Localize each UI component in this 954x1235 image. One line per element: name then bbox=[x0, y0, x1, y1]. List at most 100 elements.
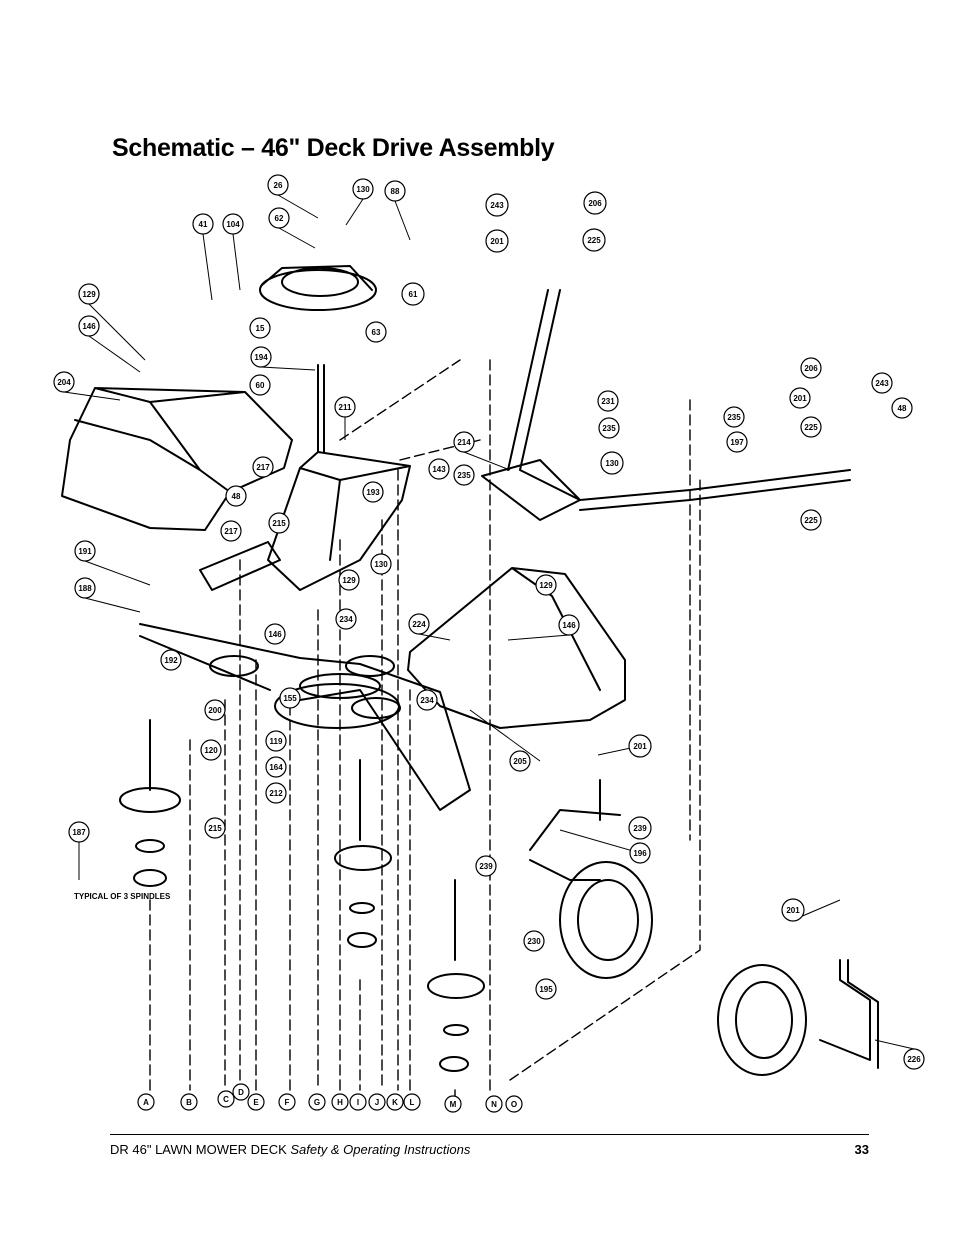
leader-line bbox=[84, 560, 151, 586]
leader-line bbox=[345, 198, 364, 226]
mount-plate bbox=[481, 459, 581, 521]
deck-chain bbox=[139, 623, 471, 811]
leader-line bbox=[559, 829, 641, 854]
callout-bubble bbox=[535, 978, 557, 1000]
callout-label: 230 bbox=[527, 937, 541, 946]
right-spindle bbox=[427, 879, 485, 1072]
leader-line bbox=[394, 200, 411, 241]
callout-bubble bbox=[268, 512, 290, 534]
callout-label: 239 bbox=[479, 862, 493, 871]
callout-bubble bbox=[800, 357, 822, 379]
callout-bubble bbox=[629, 842, 651, 864]
callout-bubble bbox=[192, 213, 214, 235]
left-spindle bbox=[119, 719, 181, 887]
callout-bubble bbox=[334, 396, 356, 418]
callout-label: 63 bbox=[372, 328, 381, 337]
reference-letter-bubble bbox=[485, 1095, 503, 1113]
height-lever bbox=[507, 289, 851, 511]
reference-letter: N bbox=[491, 1100, 497, 1109]
reference-letter: G bbox=[314, 1098, 320, 1107]
callout-label: 224 bbox=[412, 620, 426, 629]
callout-bubble bbox=[250, 346, 272, 368]
reference-letter-bubble bbox=[278, 1093, 296, 1111]
callout-label: 188 bbox=[78, 584, 92, 593]
callout-bubble bbox=[222, 213, 244, 235]
callout-label: 104 bbox=[226, 220, 240, 229]
callout-label: 130 bbox=[356, 185, 370, 194]
reference-letter: K bbox=[392, 1098, 398, 1107]
mid-spindle bbox=[334, 759, 392, 948]
callout-label: 143 bbox=[432, 465, 446, 474]
callout-bubble bbox=[891, 397, 913, 419]
callout-bubble bbox=[365, 321, 387, 343]
callout-label: 130 bbox=[374, 560, 388, 569]
reference-letter: I bbox=[357, 1098, 359, 1107]
callout-label: 129 bbox=[82, 290, 96, 299]
callout-label: 187 bbox=[72, 828, 86, 837]
footer-subtitle: Safety & Operating Instructions bbox=[290, 1142, 471, 1157]
callout-bubble bbox=[74, 577, 96, 599]
callout-label: 217 bbox=[224, 527, 238, 536]
callout-label: 200 bbox=[208, 706, 222, 715]
reference-letter: F bbox=[285, 1098, 290, 1107]
callout-label: 211 bbox=[339, 403, 352, 412]
callout-bubble bbox=[485, 193, 509, 217]
callout-bubble bbox=[903, 1048, 925, 1070]
callout-bubble bbox=[453, 464, 475, 486]
reference-letter-bubble bbox=[217, 1090, 235, 1108]
callout-label: 194 bbox=[254, 353, 268, 362]
footer-rule bbox=[110, 1134, 869, 1135]
leader-line bbox=[84, 597, 141, 613]
callout-bubble bbox=[485, 229, 509, 253]
callout-label: 41 bbox=[199, 220, 208, 229]
leader-line bbox=[874, 1039, 915, 1050]
rear-axle bbox=[529, 779, 621, 881]
callout-label: 243 bbox=[490, 201, 504, 210]
leader-line bbox=[278, 227, 316, 249]
callout-label: 129 bbox=[342, 576, 356, 585]
callout-bubble bbox=[384, 180, 406, 202]
callout-label: 231 bbox=[601, 397, 615, 406]
callout-label: 48 bbox=[898, 404, 907, 413]
callout-bubble bbox=[726, 431, 748, 453]
callout-bubble bbox=[523, 930, 545, 952]
leader-line bbox=[507, 634, 570, 641]
callout-bubble bbox=[781, 898, 805, 922]
callout-bubble bbox=[583, 191, 607, 215]
leader-line bbox=[88, 335, 141, 373]
idler-pulley bbox=[209, 655, 401, 719]
callout-label: 234 bbox=[420, 696, 434, 705]
footer-product: DR 46" LAWN MOWER DECK bbox=[110, 1142, 287, 1157]
callout-bubble bbox=[509, 750, 531, 772]
callout-label: 225 bbox=[804, 423, 818, 432]
callout-label: 212 bbox=[269, 789, 283, 798]
callout-bubble bbox=[558, 614, 580, 636]
callout-label: 130 bbox=[605, 459, 619, 468]
callout-label: 192 bbox=[164, 656, 178, 665]
callout-label: 191 bbox=[78, 547, 92, 556]
callout-bubble bbox=[338, 569, 360, 591]
callout-bubble bbox=[453, 431, 475, 453]
callout-bubble bbox=[628, 734, 652, 758]
callout-label: 204 bbox=[57, 378, 71, 387]
pulley-shaft bbox=[317, 364, 325, 453]
callout-bubble bbox=[268, 207, 290, 229]
callout-bubble bbox=[68, 821, 90, 843]
callout-label: 214 bbox=[457, 438, 471, 447]
callout-bubble bbox=[335, 608, 357, 630]
callout-bubble bbox=[401, 282, 425, 306]
reference-letter-bubble bbox=[403, 1093, 421, 1111]
reference-letter: E bbox=[253, 1098, 259, 1107]
reference-letter: L bbox=[410, 1098, 415, 1107]
reference-letter-bubble bbox=[386, 1093, 404, 1111]
callout-label: 60 bbox=[256, 381, 265, 390]
page-number: 33 bbox=[854, 1142, 869, 1157]
callout-label: 193 bbox=[366, 488, 380, 497]
callout-label: 197 bbox=[730, 438, 744, 447]
reference-letter: O bbox=[511, 1100, 517, 1109]
callout-label: 206 bbox=[804, 364, 818, 373]
callout-label: 201 bbox=[786, 906, 800, 915]
leader-line bbox=[232, 233, 241, 291]
reference-letter: A bbox=[143, 1098, 149, 1107]
